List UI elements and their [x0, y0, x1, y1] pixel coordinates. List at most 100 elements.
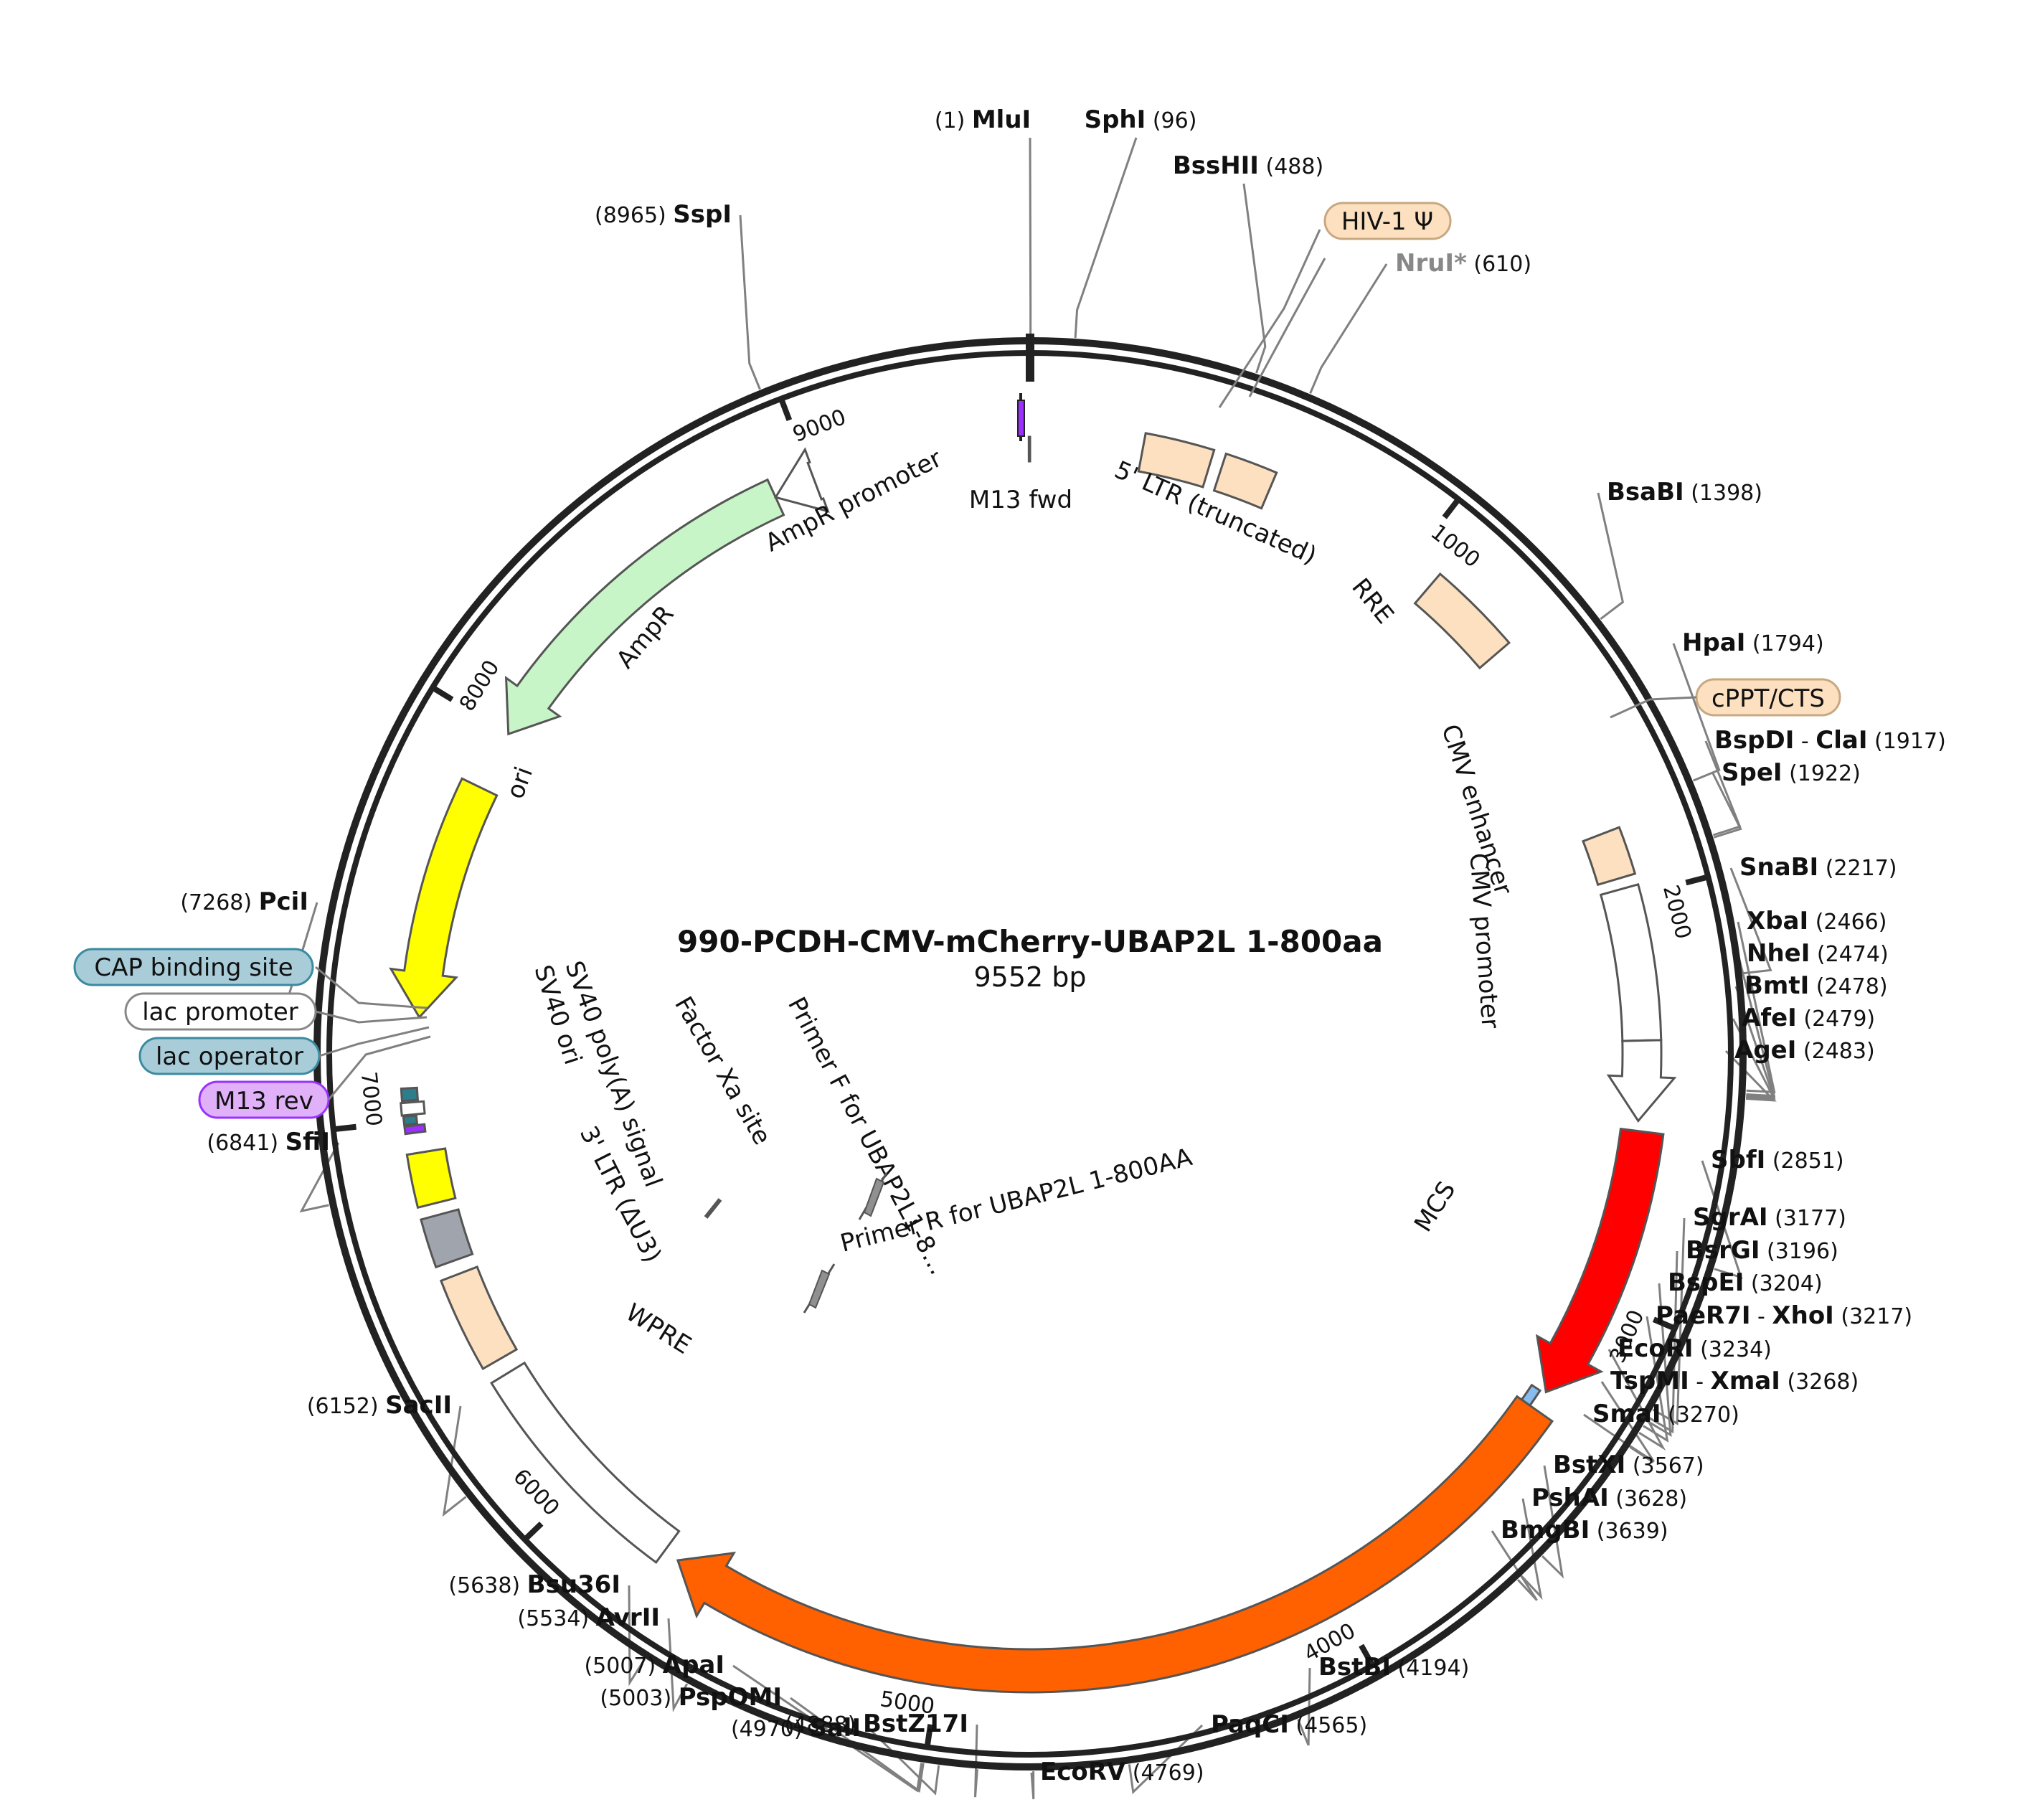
feature-sv40-poly-a-signal: [420, 1208, 474, 1269]
site-label: NheI (2474): [1747, 939, 1889, 968]
feature-mcherry: [1535, 1127, 1665, 1394]
site-leader-bstz17i: [974, 1724, 978, 1798]
site-label: SnaBI (2217): [1739, 853, 1897, 882]
site-bsshii: BssHII (488): [1173, 151, 1323, 180]
site-leader-paqci: [1128, 1724, 1204, 1795]
site-label: (5003) PspOMI: [600, 1683, 782, 1712]
factor-xa-mark: [704, 1198, 722, 1219]
site-tspmi-xmai: TspMI - XmaI (3268): [1610, 1367, 1859, 1395]
boxed-label-leaders: [315, 229, 1697, 1100]
site-leader-sphi: [1074, 137, 1138, 339]
feature-5-ltr-truncated: [1212, 452, 1278, 510]
site-leader-sspi: [739, 214, 761, 390]
site-bspei: BspEI (3204): [1668, 1268, 1823, 1297]
label-ori: ori: [501, 763, 539, 803]
label-m13-fwd: M13 fwd: [969, 486, 1072, 514]
site-xbai: XbaI (2466): [1747, 907, 1887, 935]
feature-cap-binding-site: [400, 1086, 420, 1103]
site-label: BsrGI (3196): [1686, 1236, 1838, 1265]
tick-label-9000: 9000: [790, 405, 850, 448]
site-mlui: (1) MluI: [935, 105, 1031, 134]
site-label: (5007) ApaI: [584, 1651, 724, 1679]
site-leader-bmgbi: [1491, 1530, 1538, 1601]
feature-m13-fwd: [1027, 435, 1031, 463]
boxed-hiv1-psi: HIV-1 Ψ: [1323, 202, 1452, 240]
site-label: (6152) SacII: [307, 1391, 452, 1420]
site-leader-mlui: [1029, 137, 1032, 337]
site-leader-bsrgi: [1648, 1250, 1678, 1434]
site-label: (4970) SalI: [731, 1714, 861, 1743]
site-leader-bsu36i: [628, 1585, 646, 1687]
feature-rre: [1413, 572, 1511, 670]
site-label: HpaI (1794): [1682, 628, 1824, 657]
site-label: BspDI - ClaI (1917): [1714, 726, 1946, 755]
site-bstz17i: (4888) BstZ17I: [785, 1710, 968, 1738]
site-labels: (1) MluI SphI (96) BssHII (488) NruI* (610)…: [180, 105, 1945, 1786]
site-agei: AgeI (2483): [1734, 1036, 1875, 1065]
site-label: AgeI (2483): [1734, 1036, 1875, 1065]
site-leader-nrui: [1309, 263, 1388, 395]
tick-label-8000: 8000: [455, 656, 505, 715]
svg-text:CAP binding site: CAP binding site: [94, 953, 293, 982]
site-afei: AfeI (2479): [1742, 1004, 1875, 1032]
feature-ori: [389, 777, 499, 1019]
site-label: (5534) AvrII: [517, 1603, 660, 1632]
site-sali: (4970) SalI: [731, 1714, 861, 1743]
feature-cppt-cts: [1582, 826, 1637, 887]
site-spei: SpeI (1922): [1722, 758, 1861, 787]
site-label: EcoRI (3234): [1618, 1334, 1772, 1363]
site-leader-xbai: [1737, 921, 1776, 1093]
site-label: (5638) Bsu36I: [448, 1570, 620, 1599]
site-leader-spei: [1711, 773, 1742, 839]
site-label: SphI (96): [1085, 105, 1197, 134]
site-bmgbi: BmgBI (3639): [1501, 1516, 1668, 1545]
site-label: BspEI (3204): [1668, 1268, 1823, 1297]
label-ubap2l: UBAP2L 1-800aa: [1043, 1413, 1270, 1499]
tick-3000: [1652, 1316, 1676, 1331]
site-label: PaeR7I - XhoI (3217): [1656, 1301, 1912, 1330]
primer-r-mark: [803, 1263, 836, 1314]
label-mcherry: mCherry: [1508, 1065, 1576, 1174]
site-leader-hpai: [1672, 643, 1721, 782]
svg-text:lac promoter: lac promoter: [142, 998, 298, 1027]
site-bsrgi: BsrGI (3196): [1686, 1236, 1838, 1265]
m13-fwd-bar: [1017, 400, 1025, 437]
site-bspdi-clai: BspDI - ClaI (1917): [1714, 726, 1946, 755]
site-label: BmgBI (3639): [1501, 1516, 1668, 1545]
site-label: AfeI (2479): [1742, 1004, 1875, 1032]
site-leader-sgrai: [1652, 1217, 1686, 1425]
tick-label-2000: 2000: [1658, 882, 1696, 942]
site-avrii: (5534) AvrII: [517, 1603, 660, 1632]
site-label: EcoRV (4769): [1040, 1758, 1204, 1786]
site-sgrai: SgrAI (3177): [1693, 1203, 1846, 1232]
site-sbfi: SbfI (2851): [1711, 1146, 1844, 1174]
tick-6000: [522, 1522, 544, 1542]
feature-m13-rev: [403, 1123, 427, 1136]
boxed-lac-promoter: lac promoter: [124, 992, 317, 1031]
site-nhei: NheI (2474): [1747, 939, 1889, 968]
site-label: (8965) SspI: [595, 200, 732, 229]
site-nrui: NruI* (610): [1395, 249, 1531, 278]
tick-8000: [430, 684, 454, 702]
site-label: XbaI (2466): [1747, 907, 1887, 935]
site-bmti: BmtI (2478): [1744, 971, 1888, 1000]
site-sphi: SphI (96): [1085, 105, 1197, 134]
svg-text:HIV-1 Ψ: HIV-1 Ψ: [1341, 207, 1433, 236]
site-leader-bsabi: [1597, 492, 1625, 621]
primer-f-mark: [858, 1172, 888, 1220]
feature-lac-operator: [402, 1114, 419, 1126]
site-sfii: (6841) SfiI: [207, 1128, 330, 1156]
site-label: TspMI - XmaI (3268): [1610, 1367, 1859, 1395]
site-leader-smai: [1583, 1413, 1654, 1463]
site-label: (4888) BstZ17I: [785, 1710, 968, 1738]
features: [389, 393, 1677, 1694]
site-label: SgrAI (3177): [1693, 1203, 1846, 1232]
tick-label-6000: 6000: [508, 1464, 564, 1521]
feature-ampr: [504, 478, 785, 736]
svg-text:M13 rev: M13 rev: [214, 1087, 313, 1116]
boxed-m13-rev: M13 rev: [198, 1080, 330, 1119]
site-label: NruI* (610): [1395, 249, 1531, 278]
site-hpai: HpaI (1794): [1682, 628, 1824, 657]
site-label: BsaBI (1398): [1607, 478, 1762, 506]
label-mcs: MCS: [1409, 1177, 1461, 1237]
